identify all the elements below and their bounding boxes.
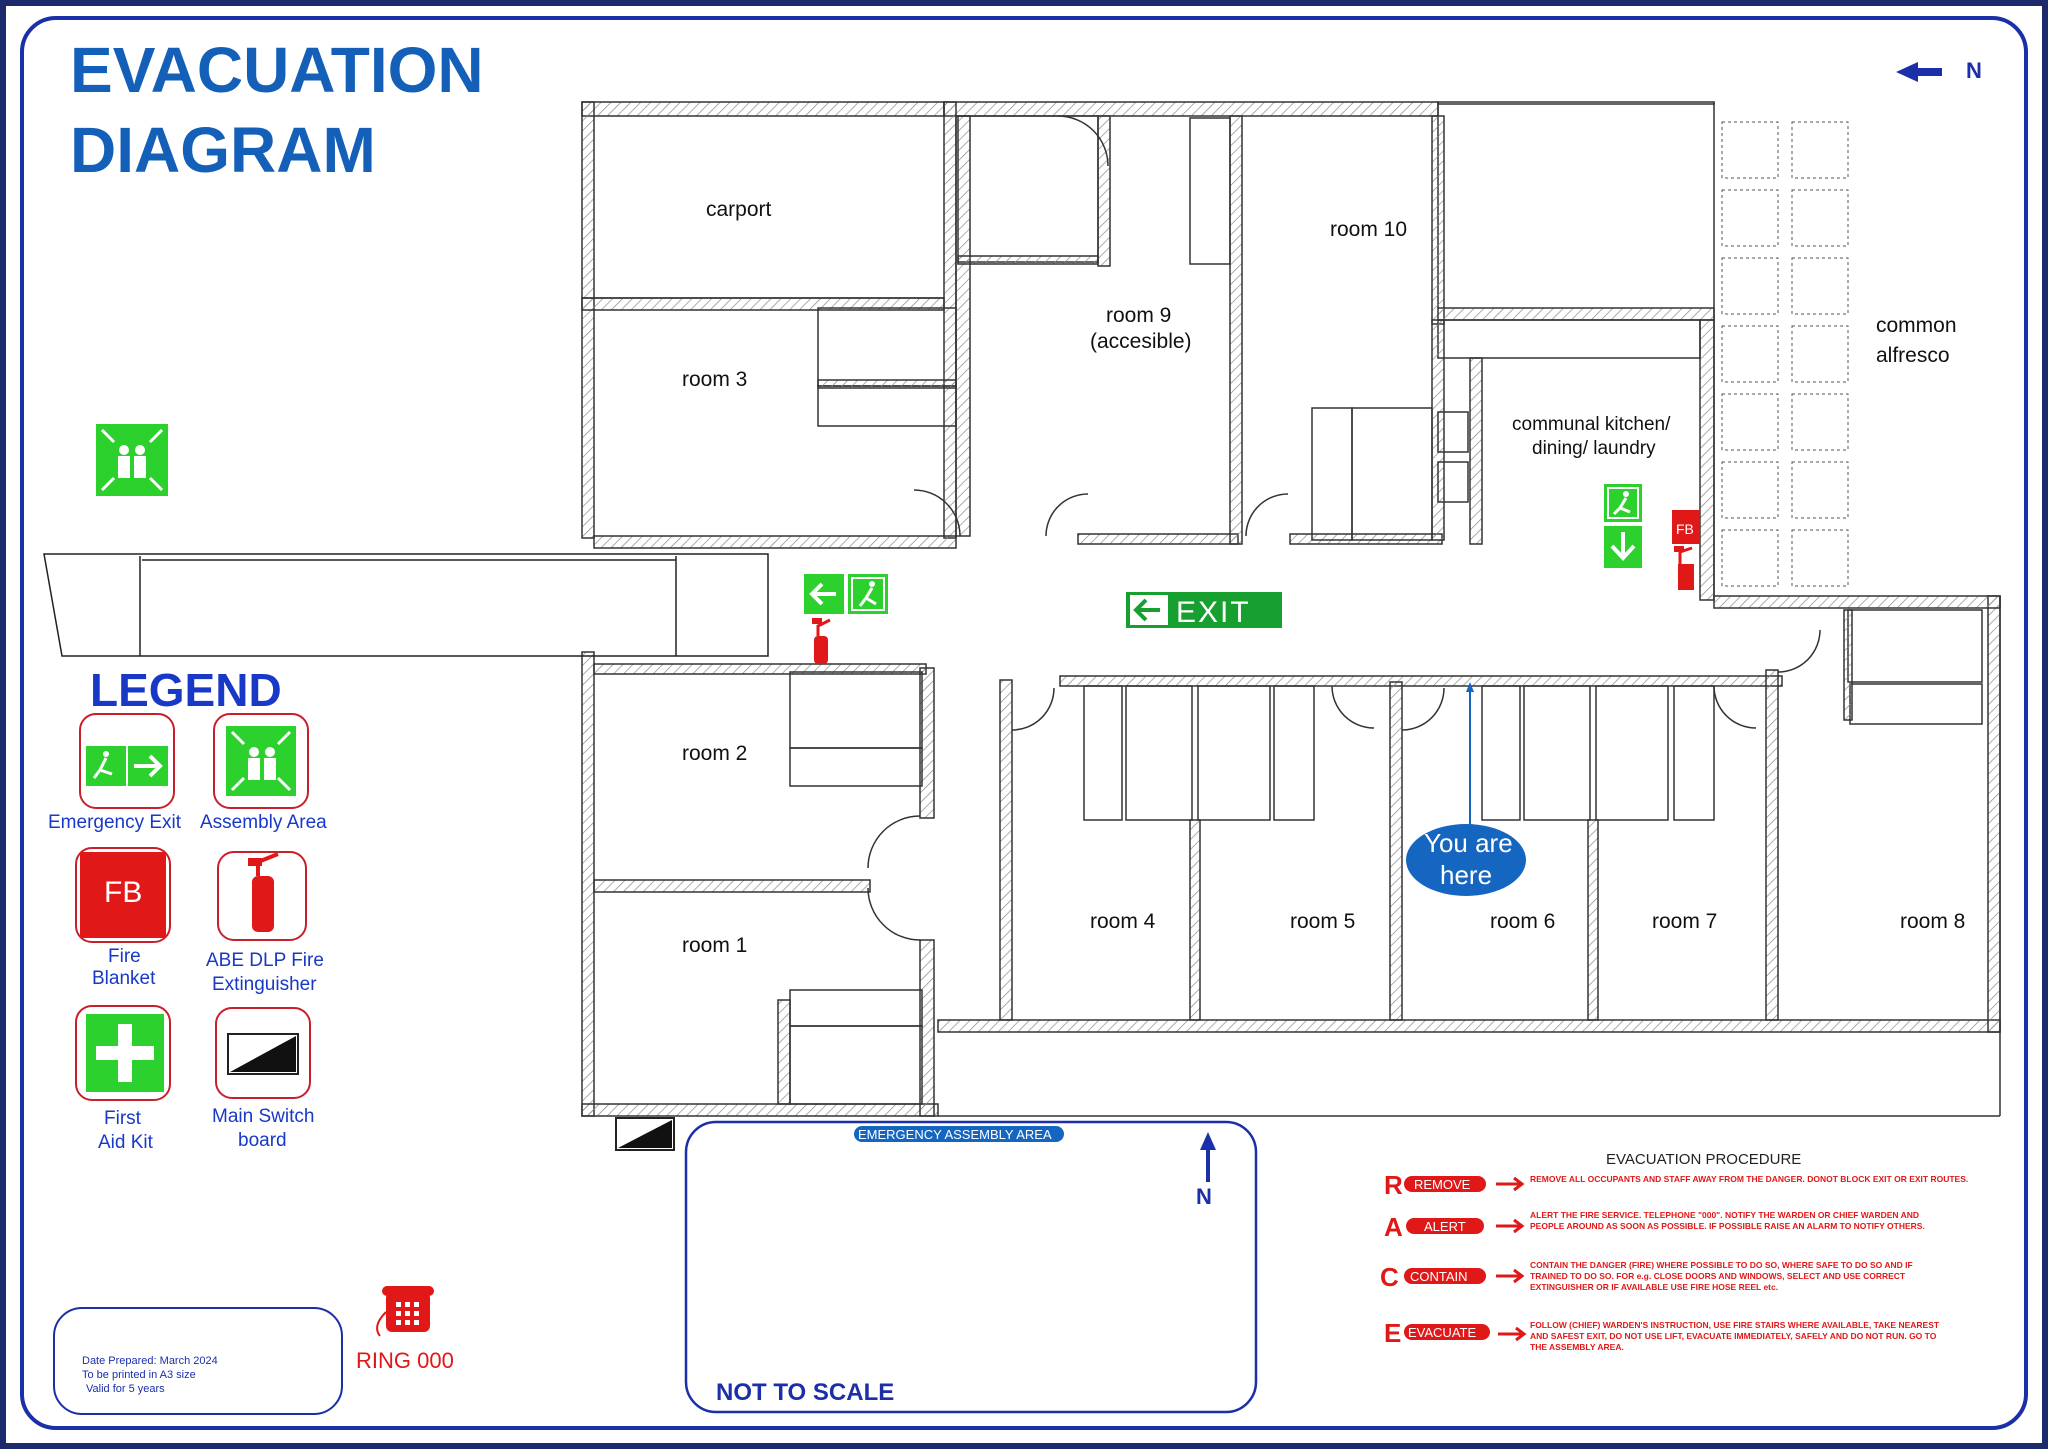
- step-alert-pill: ALERT: [1424, 1219, 1466, 1234]
- procedure-step-contain: C CONTAIN CONTAIN THE DANGER (FIRE) WHER…: [1380, 1260, 1913, 1292]
- legend-extinguisher-label-2: Extinguisher: [212, 974, 317, 995]
- step-remove-pill: REMOVE: [1414, 1177, 1471, 1192]
- legend-fire-blanket-label-1: Fire: [108, 946, 141, 967]
- fire-blanket-map-text: FB: [1676, 521, 1694, 537]
- step-alert-text-1: ALERT THE FIRE SERVICE. TELEPHONE "000".…: [1530, 1210, 1919, 1220]
- step-evacuate-letter: E: [1384, 1318, 1401, 1348]
- floor-plan: [581, 101, 2001, 1117]
- procedure-step-remove: R REMOVE REMOVE ALL OCCUPANTS AND STAFF …: [1384, 1170, 1968, 1200]
- driveway: [43, 553, 769, 657]
- title-line-1: EVACUATION: [70, 34, 484, 106]
- label-room9: room 9: [1106, 304, 1171, 327]
- legend-switch-label-1: Main Switch: [212, 1106, 314, 1127]
- you-are-here-line-1: You are: [1424, 828, 1513, 858]
- label-carport: carport: [706, 198, 772, 221]
- inner-frame: [20, 16, 2028, 1430]
- legend-emergency-exit-label: Emergency Exit: [48, 812, 182, 833]
- legend-assembly-area-label: Assembly Area: [200, 812, 327, 833]
- emergency-assembly-box: EMERGENCY ASSEMBLY AREA NOT TO SCALE N: [684, 1120, 1258, 1414]
- assembly-box-tag: EMERGENCY ASSEMBLY AREA: [858, 1127, 1052, 1142]
- label-room10: room 10: [1330, 218, 1407, 241]
- label-kitchen-1: communal kitchen/: [1512, 414, 1671, 435]
- assembly-north-arrow-icon: [1200, 1132, 1216, 1182]
- step-contain-text-1: CONTAIN THE DANGER (FIRE) WHERE POSSIBLE…: [1530, 1260, 1913, 1270]
- fire-extinguisher-map-right: [1674, 546, 1694, 590]
- step-contain-text-2: TRAINED TO DO SO. FOR e.g. CLOSE DOORS A…: [1530, 1271, 1906, 1281]
- legend-fire-blanket: FB Fire Blanket: [75, 847, 171, 989]
- label-alfresco-2: alfresco: [1876, 344, 1950, 367]
- legend-switch-label-2: board: [238, 1130, 287, 1151]
- assembly-north-label: N: [1196, 1184, 1212, 1209]
- procedure-heading: EVACUATION PROCEDURE: [1606, 1151, 1801, 1168]
- evacuation-procedure: EVACUATION PROCEDURE R REMOVE REMOVE ALL…: [1380, 1151, 1968, 1352]
- label-room8: room 8: [1900, 910, 1965, 933]
- procedure-step-evacuate: E EVACUATE FOLLOW (CHIEF) WARDEN'S INSTR…: [1384, 1318, 1940, 1352]
- legend-first-aid-label-2: Aid Kit: [98, 1132, 154, 1153]
- legend-extinguisher-label-1: ABE DLP Fire: [206, 950, 324, 971]
- info-box: Date Prepared: March 2024 To be printed …: [53, 1307, 343, 1415]
- label-room5: room 5: [1290, 910, 1355, 933]
- legend-heading: LEGEND: [90, 664, 282, 716]
- label-room6: room 6: [1490, 910, 1555, 933]
- legend-fb-text: FB: [104, 876, 142, 909]
- legend-first-aid: First Aid Kit: [75, 1005, 171, 1153]
- exit-sign-text: EXIT: [1176, 596, 1251, 629]
- legend-first-aid-label-1: First: [104, 1108, 142, 1129]
- north-label: N: [1966, 58, 1982, 83]
- exit-sign-center: EXIT: [1126, 592, 1282, 629]
- assembly-area-icon-map: [96, 424, 168, 496]
- fire-blanket-map: FB: [1672, 510, 1700, 544]
- step-alert-letter: A: [1384, 1212, 1403, 1242]
- label-room3: room 3: [682, 368, 747, 391]
- info-print: To be printed in A3 size: [82, 1369, 196, 1381]
- step-contain-pill: CONTAIN: [1410, 1269, 1468, 1284]
- label-room7: room 7: [1652, 910, 1717, 933]
- label-kitchen-2: dining/ laundry: [1532, 438, 1656, 459]
- procedure-step-alert: A ALERT ALERT THE FIRE SERVICE. TELEPHON…: [1384, 1210, 1925, 1242]
- step-evacuate-text-1: FOLLOW (CHIEF) WARDEN'S INSTRUCTION, USE…: [1530, 1320, 1940, 1330]
- legend-main-switch: Main Switch board: [212, 1007, 314, 1151]
- legend-fire-extinguisher: ABE DLP Fire Extinguisher: [206, 851, 324, 995]
- step-contain-letter: C: [1380, 1262, 1399, 1292]
- step-evacuate-text-2: AND SAFEST EXIT, DO NOT USE LIFT, EVACUA…: [1530, 1331, 1937, 1341]
- legend-assembly-area: Assembly Area: [200, 713, 327, 833]
- legend-emergency-exit: Emergency Exit: [48, 713, 182, 833]
- title-line-2: DIAGRAM: [70, 114, 376, 186]
- label-room1: room 1: [682, 934, 747, 957]
- north-arrow-top: N: [1896, 58, 1982, 83]
- fire-extinguisher-map-left: [812, 618, 831, 664]
- ring-000: RING 000: [356, 1286, 454, 1373]
- exit-sign-left: [804, 574, 888, 614]
- info-valid: Valid for 5 years: [86, 1383, 165, 1395]
- step-alert-text-2: PEOPLE AROUND AS SOON AS POSSIBLE. IF PO…: [1530, 1221, 1925, 1231]
- label-room2: room 2: [682, 742, 747, 765]
- exit-sign-kitchen: [1604, 484, 1642, 568]
- legend-fire-blanket-label-2: Blanket: [92, 968, 156, 989]
- not-to-scale-label: NOT TO SCALE: [716, 1379, 894, 1406]
- alfresco-paving: [1721, 121, 1849, 587]
- step-remove-letter: R: [1384, 1170, 1403, 1200]
- step-contain-text-3: EXTINGUISHER OR IF AVAILABLE USE FIRE HO…: [1530, 1282, 1778, 1292]
- north-arrow-icon: [1896, 62, 1942, 82]
- ring-label: RING 000: [356, 1348, 454, 1373]
- step-evacuate-text-3: THE ASSEMBLY AREA.: [1530, 1342, 1624, 1352]
- you-are-here-line-2: here: [1440, 860, 1492, 890]
- main-switchboard-map: [615, 1117, 675, 1151]
- you-are-here-marker: You are here: [1406, 682, 1526, 896]
- label-alfresco-1: common: [1876, 314, 1957, 337]
- label-room4: room 4: [1090, 910, 1156, 933]
- label-room9-sub: (accesible): [1090, 330, 1192, 353]
- step-evacuate-pill: EVACUATE: [1408, 1325, 1476, 1340]
- step-remove-text-1: REMOVE ALL OCCUPANTS AND STAFF AWAY FROM…: [1530, 1174, 1968, 1184]
- info-date: Date Prepared: March 2024: [82, 1355, 218, 1367]
